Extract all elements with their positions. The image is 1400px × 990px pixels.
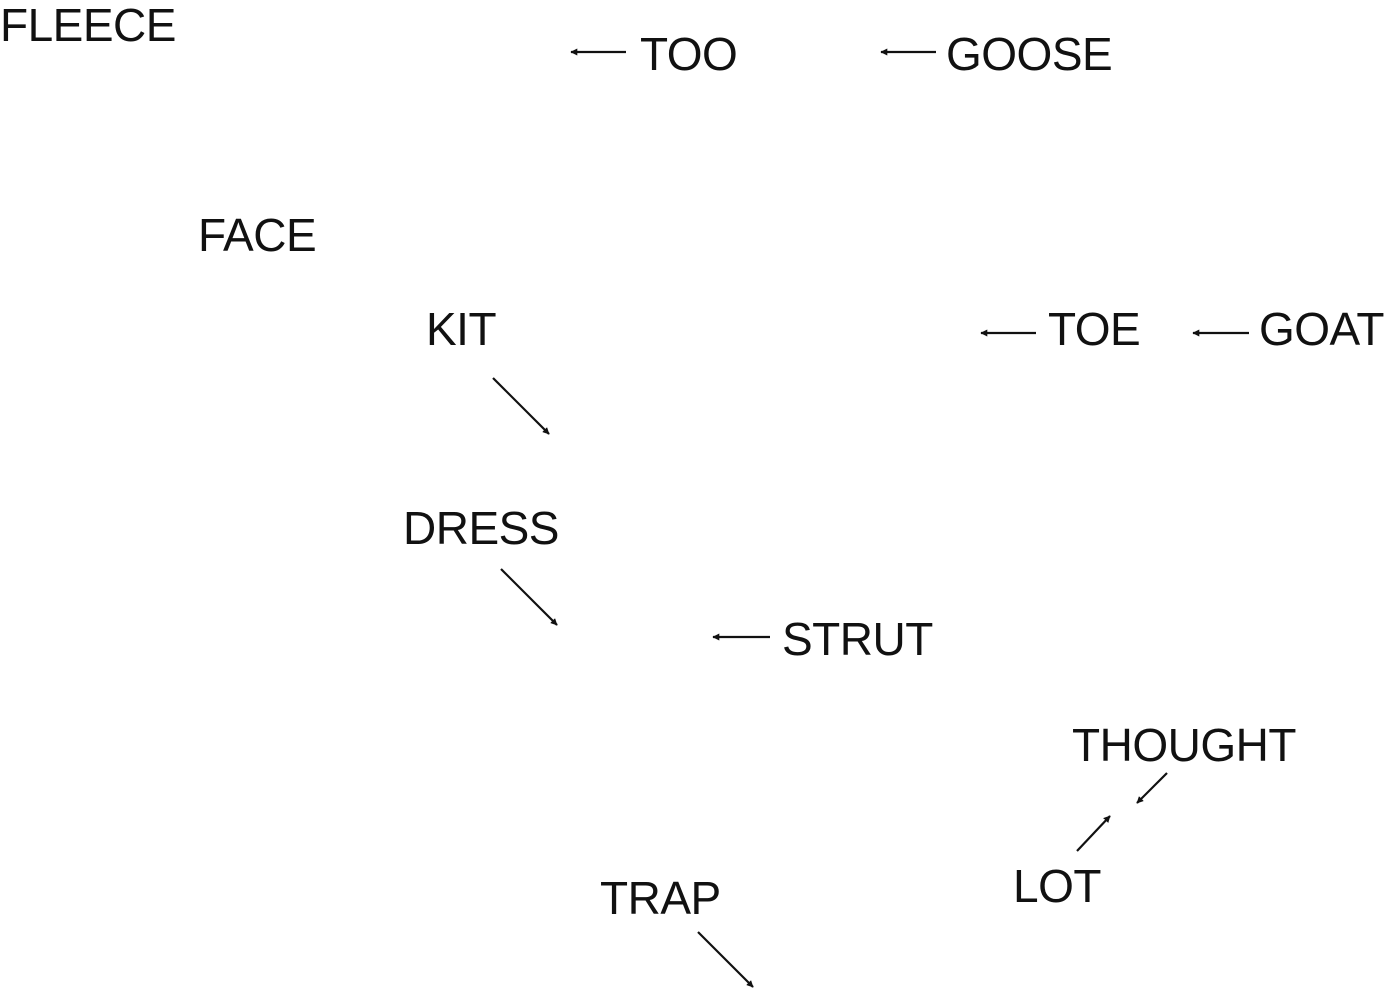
label-kit: KIT [426,303,497,355]
arrow-thought-down [1136,772,1168,804]
label-goat: GOAT [1259,303,1384,355]
label-dress: DRESS [403,502,559,554]
label-goose: GOOSE [946,28,1113,80]
label-fleece: FLEECE [0,0,176,51]
arrow-kit-down [492,377,550,435]
label-thought: THOUGHT [1072,719,1296,771]
label-toe: TOE [1048,303,1141,355]
arrow-lot-up [1076,815,1111,852]
label-face: FACE [198,209,317,261]
arrow-trap-down [697,931,754,988]
label-too: TOO [640,28,738,80]
label-lot: LOT [1013,860,1101,912]
label-strut: STRUT [782,613,933,665]
arrow-dress-down [500,568,558,626]
label-trap: TRAP [600,872,721,924]
